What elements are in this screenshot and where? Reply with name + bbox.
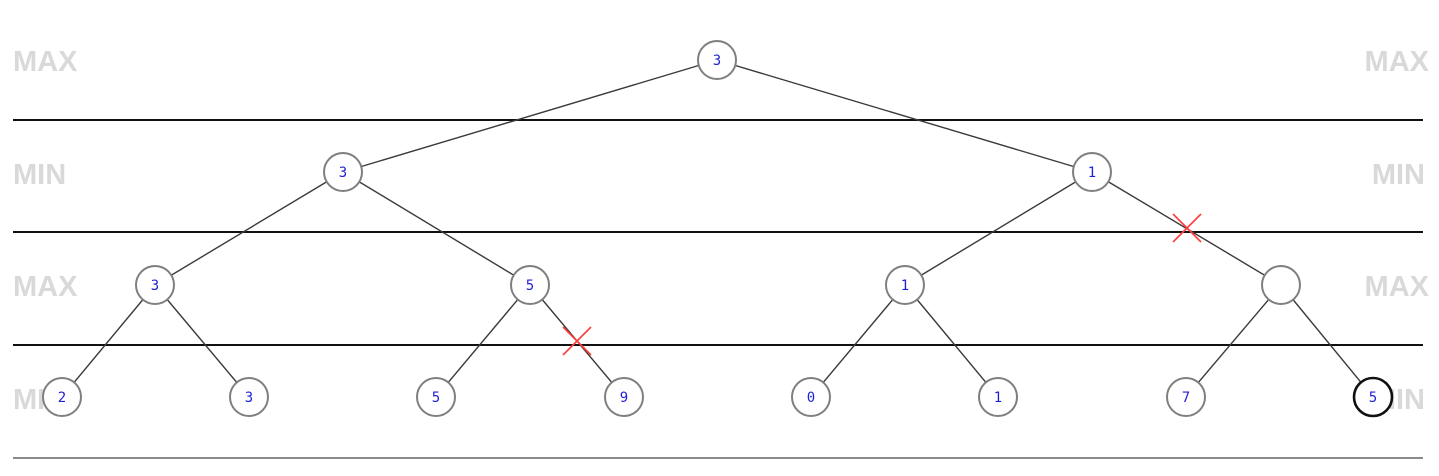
tree-node-min-left[interactable]: 3 [323,152,363,192]
tree-leaf-3[interactable]: 5 [416,377,456,417]
tree-node-min-right[interactable]: 1 [1072,152,1112,192]
node-value: 3 [339,165,347,181]
tree-leaf-5[interactable]: 0 [791,377,831,417]
edge-root-minright [716,59,1093,173]
edge-maxrr-leaf8 [1280,284,1374,398]
edge-maxrl-leaf6 [904,284,999,398]
tree-leaf-4[interactable]: 9 [604,377,644,417]
tree-node-root[interactable]: 3 [697,40,737,80]
edge-maxll-leaf1 [61,284,156,398]
edge-root-minleft [342,59,718,173]
level-label-right-min-1: MIN [1372,159,1425,191]
tree-leaf-8-selected[interactable]: 5 [1352,376,1394,418]
edge-minleft-maxll [154,171,344,286]
node-value: 1 [994,390,1002,406]
level-label-right-max-0: MAX [1365,46,1430,78]
tree-node-max-rl[interactable]: 1 [885,265,925,305]
node-value: 5 [432,390,440,406]
node-value: 9 [620,390,628,406]
tree-node-max-rr[interactable] [1261,265,1301,305]
edge-maxlr-leaf3 [435,284,531,398]
node-value: 3 [151,278,159,294]
node-value: 0 [807,390,815,406]
node-value: 2 [58,390,66,406]
tree-leaf-2[interactable]: 3 [229,377,269,417]
node-value: 1 [901,278,909,294]
edge-minleft-maxlr [342,171,531,286]
node-value: 3 [245,390,253,406]
level-label-left-max-0: MAX [13,46,78,78]
edge-maxrr-leaf7 [1185,284,1282,398]
node-value: 1 [1088,165,1096,181]
edge-minright-maxrl [904,171,1093,286]
node-value: 3 [713,53,721,69]
node-value: 5 [1369,390,1377,406]
edge-maxll-leaf2 [154,284,250,398]
level-label-right-max-2: MAX [1365,271,1430,303]
prune-mark-minright-maxrr [1172,213,1202,243]
node-value: 5 [526,278,534,294]
level-label-left-max-2: MAX [13,271,78,303]
prune-mark-maxlr-leaf4 [562,326,592,356]
edge-maxrl-leaf5 [810,284,906,398]
node-value: 7 [1182,390,1190,406]
tree-leaf-6[interactable]: 1 [978,377,1018,417]
tree-node-max-ll[interactable]: 3 [135,265,175,305]
tree-leaf-1[interactable]: 2 [42,377,82,417]
tree-node-max-lr[interactable]: 5 [510,265,550,305]
tree-leaf-7[interactable]: 7 [1166,377,1206,417]
level-label-left-min-1: MIN [13,159,66,191]
